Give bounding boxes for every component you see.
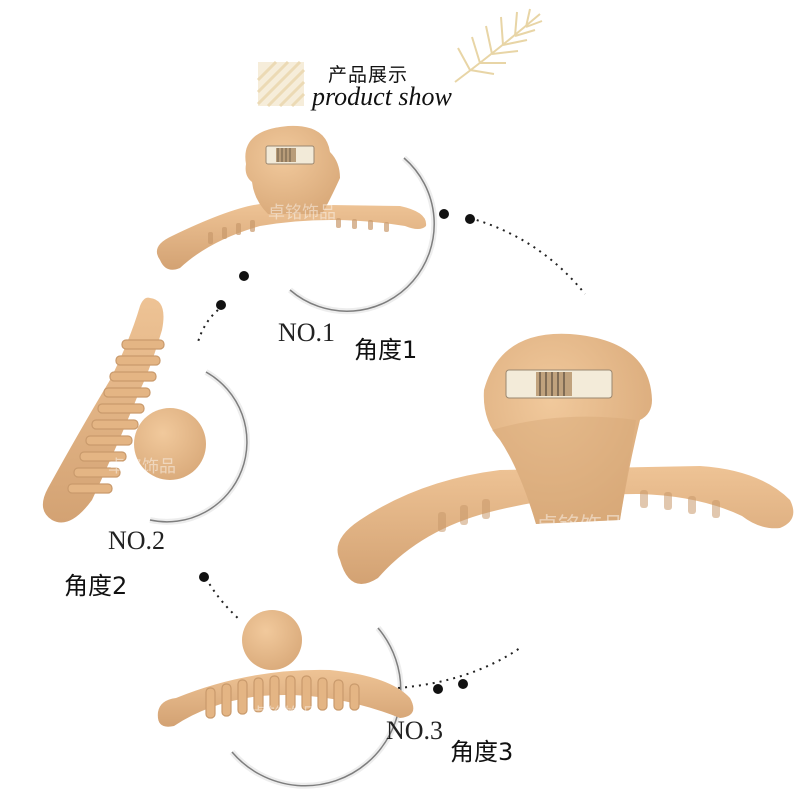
hair-clip-main [337, 333, 794, 584]
connector-top [439, 209, 586, 295]
hair-clip-angle-3 [157, 610, 414, 727]
watermark: 卓铭饰品 [250, 705, 318, 725]
view-circle-1 [288, 155, 438, 315]
watermark: 卓铭饰品 [536, 514, 625, 539]
section-title-cn: 产品展示 [328, 64, 409, 86]
diagonal-stripes-icon [256, 60, 306, 108]
watermark: 卓铭饰品 [268, 203, 336, 223]
hair-clip-angle-1 [156, 125, 427, 270]
view-label-3: 角度3 [450, 738, 514, 766]
view-number-2: NO.2 [108, 526, 166, 555]
connector-left [197, 271, 249, 343]
view-label-2: 角度2 [64, 572, 128, 600]
view-circle-2 [149, 369, 250, 525]
watermark: 卓铭饰品 [108, 457, 176, 477]
view-number-1: NO.1 [278, 318, 336, 347]
section-title-en: product show [312, 82, 452, 111]
connector-bottom-right [397, 647, 521, 694]
view-number-3: NO.3 [386, 716, 444, 745]
hair-clip-angle-2 [42, 297, 206, 523]
leaf-icon [454, 8, 543, 83]
view-label-1: 角度1 [354, 336, 418, 364]
connector-bottom-left [199, 572, 241, 621]
view-circle-3 [229, 626, 404, 789]
